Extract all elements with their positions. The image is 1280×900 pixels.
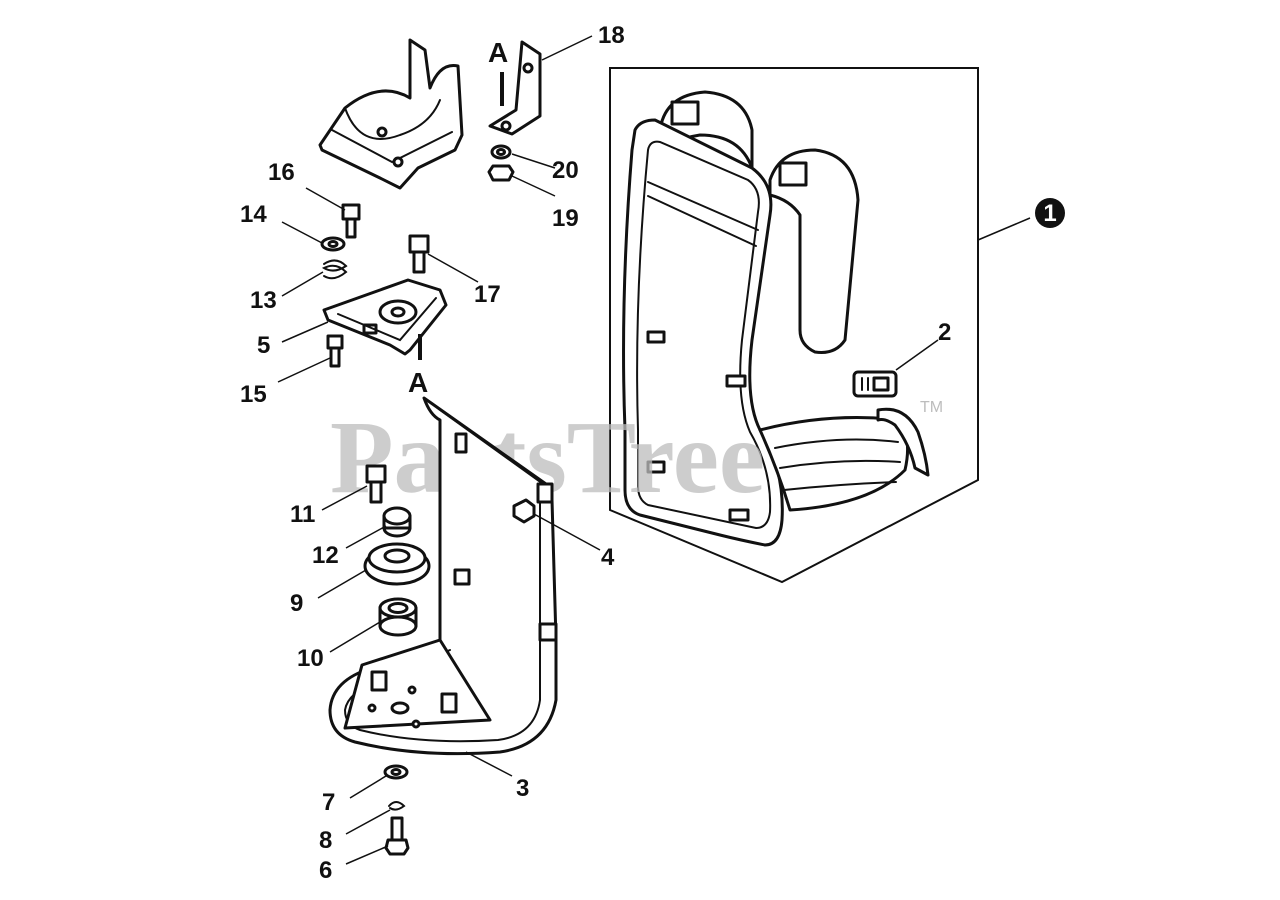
section-mark-a-top: A (488, 37, 508, 68)
part-12-spacer[interactable] (382, 506, 412, 538)
part-20-washer-hole (496, 148, 506, 156)
callout-labels: 18 20 19 16 14 13 17 5 15 2 4 11 12 9 10… (240, 22, 1065, 884)
belt-strap-end (876, 407, 930, 477)
part-16-bolt[interactable] (341, 203, 361, 239)
callout-3[interactable]: 3 (516, 775, 529, 802)
inset-frame (609, 67, 979, 584)
bracket-hole-top (522, 62, 534, 74)
mount-stud-2 (725, 374, 747, 388)
part-6-screw[interactable] (384, 816, 410, 856)
callout-1[interactable]: 1 (1043, 200, 1056, 227)
mount-stud-3 (646, 460, 666, 474)
frame-crossbar-mid (647, 195, 757, 247)
part-5-mount-plate[interactable] (322, 278, 448, 356)
callout-17[interactable]: 17 (474, 281, 501, 308)
callout-10[interactable]: 10 (297, 645, 324, 672)
callout-4[interactable]: 4 (601, 544, 615, 571)
part-11-bolt[interactable] (365, 464, 387, 504)
callout-15[interactable]: 15 (240, 381, 267, 408)
callout-19[interactable]: 19 (552, 205, 579, 232)
leader-lines (277, 35, 1031, 865)
bracket-hole-bottom (500, 120, 512, 132)
callout-11[interactable]: 11 (290, 501, 315, 528)
callout-18[interactable]: 18 (598, 22, 625, 49)
cradle-body (318, 38, 464, 190)
part-4-nut[interactable] (512, 498, 536, 524)
callout-12[interactable]: 12 (312, 542, 339, 569)
strap-buckle-left (670, 100, 700, 126)
frame-crossbar-top (647, 181, 759, 231)
callout-1-badge[interactable] (1035, 198, 1065, 228)
cradle-curve (344, 99, 441, 140)
part-13-spring[interactable] (321, 259, 348, 280)
part-9-damper[interactable] (363, 542, 431, 586)
callout-14[interactable]: 14 (240, 201, 267, 228)
shoulder-strap-right (768, 148, 860, 354)
waist-belt-seam-3 (783, 481, 897, 491)
callout-13[interactable]: 13 (250, 287, 277, 314)
part-10-bushing[interactable] (378, 597, 418, 637)
mount-stud-1 (646, 330, 666, 344)
mount-stud-4 (728, 508, 750, 522)
waist-belt-seam-2 (779, 459, 901, 469)
part-7-washer[interactable] (383, 764, 409, 780)
cradle-hole-1 (376, 126, 388, 138)
backpack-assembly-inset[interactable] (609, 67, 979, 584)
callout-8[interactable]: 8 (319, 827, 332, 854)
part-3-frame[interactable] (328, 396, 558, 756)
engine-mount-cradle[interactable] (318, 38, 464, 190)
callout-16[interactable]: 16 (268, 159, 295, 186)
part-15-screw[interactable] (326, 334, 344, 368)
waist-belt-seam-1 (774, 438, 899, 449)
callout-2[interactable]: 2 (938, 319, 951, 346)
part-19-nut[interactable] (487, 164, 515, 182)
watermark-trademark: TM (920, 399, 943, 416)
part-14-washer[interactable] (320, 236, 346, 252)
back-frame-inner (636, 140, 772, 530)
strap-buckle-right (778, 161, 808, 187)
part-17-bolt[interactable] (408, 234, 430, 274)
callout-20[interactable]: 20 (552, 157, 579, 184)
callout-5[interactable]: 5 (257, 332, 270, 359)
cradle-hole-2 (392, 156, 404, 168)
part-8-lock-washer[interactable] (388, 801, 406, 811)
cradle-base-line (331, 129, 453, 164)
part-2-buckle[interactable] (852, 370, 898, 398)
back-frame (622, 118, 784, 547)
callout-6[interactable]: 6 (319, 857, 332, 884)
callout-7[interactable]: 7 (322, 789, 335, 816)
callout-9[interactable]: 9 (290, 590, 303, 617)
section-mark-a-lower: A (408, 367, 428, 398)
